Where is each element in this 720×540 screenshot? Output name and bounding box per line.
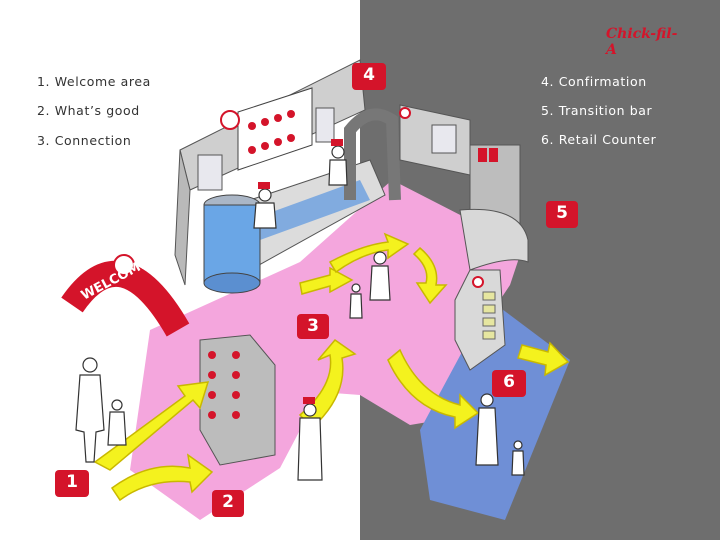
menu-board [237,87,313,171]
list-item-welcome-area: 1. Welcome area [37,74,151,89]
list-item-transition-bar: 5. Transition bar [541,103,653,118]
customer-figure [373,251,387,265]
chick-fil-a-logo: Chick-fil-A [606,26,678,58]
list-item-connection: 3. Connection [37,133,132,148]
marker-2: 2 [212,490,244,517]
staff-figure [303,403,317,417]
flow-arrow [517,341,570,377]
flow-arrow [93,381,210,471]
staff-figure [258,188,272,202]
flow-arrow [387,348,480,430]
flow-arrow [110,453,214,502]
customer-figure [82,357,98,373]
list-item-retail-counter: 6. Retail Counter [541,132,657,147]
customer-figure [480,393,494,407]
confirmation-arch [344,108,401,201]
marker-3: 3 [297,314,329,339]
product-shelves [199,334,276,466]
staff-figure [331,145,345,159]
flow-arrow [412,246,448,305]
marker-4: 4 [352,63,386,90]
marker-1: 1 [55,470,89,497]
list-item-confirmation: 4. Confirmation [541,74,647,89]
marker-6: 6 [492,370,526,397]
flow-arrow [299,266,354,295]
flow-arrow [328,232,410,274]
marker-5: 5 [546,201,578,228]
list-item-whats-good: 2. What’s good [37,103,140,118]
